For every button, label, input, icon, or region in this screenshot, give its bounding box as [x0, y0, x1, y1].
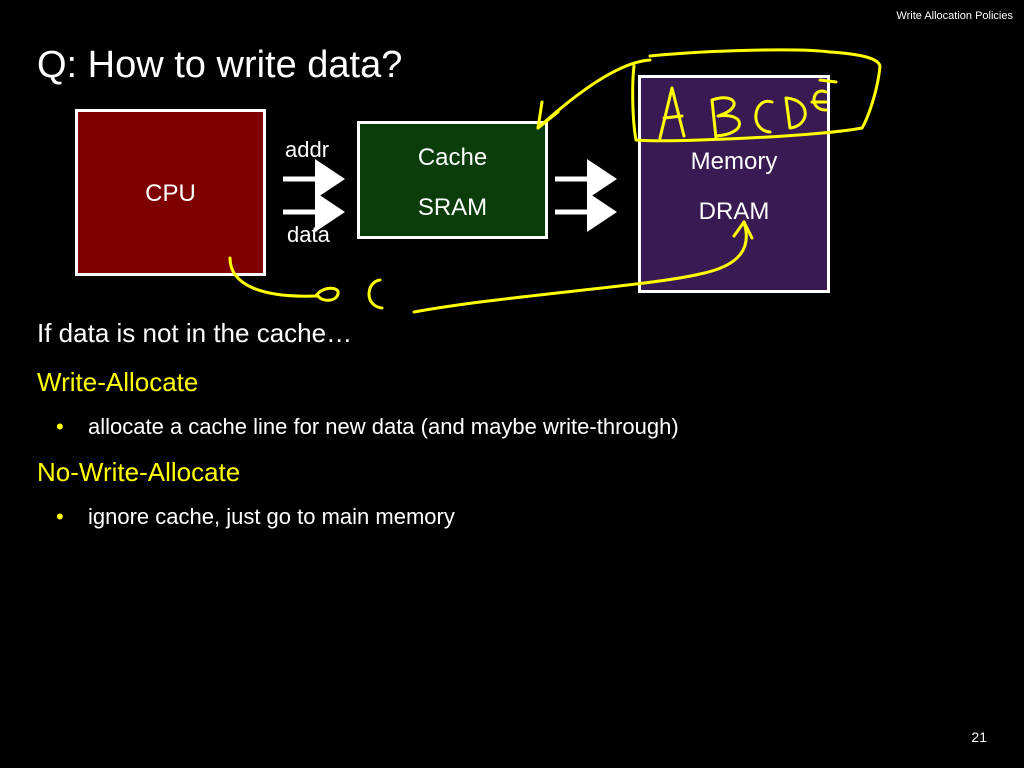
addr-label: addr — [285, 137, 330, 162]
no-write-allocate-heading: No-Write-Allocate — [37, 457, 241, 487]
memory-box: Memory DRAM — [638, 75, 830, 293]
cpu-label: CPU — [145, 180, 196, 207]
intro-text: If data is not in the cache… — [37, 318, 353, 348]
cache-label: Cache — [417, 144, 488, 171]
memory-sublabel: DRAM — [698, 198, 770, 225]
write-allocate-bullet: • allocate a cache line for new data (and… — [56, 414, 679, 440]
slide-title: Q: How to write data? — [37, 44, 403, 86]
bullet-icon: • — [56, 504, 64, 529]
write-allocate-bullet-text: allocate a cache line for new data (and … — [88, 414, 679, 439]
bullet-icon: • — [56, 414, 64, 439]
write-allocate-heading: Write-Allocate — [37, 367, 199, 397]
cpu-box: CPU — [75, 109, 266, 276]
no-write-allocate-bullet-text: ignore cache, just go to main memory — [88, 504, 455, 529]
header-title: Write Allocation Policies — [896, 10, 1013, 22]
data-label: data — [287, 222, 330, 247]
no-write-allocate-bullet: • ignore cache, just go to main memory — [56, 504, 455, 530]
cache-sublabel: SRAM — [417, 194, 488, 221]
cache-box: Cache SRAM — [357, 121, 548, 239]
memory-label: Memory — [690, 148, 778, 175]
page-number: 21 — [971, 729, 987, 745]
